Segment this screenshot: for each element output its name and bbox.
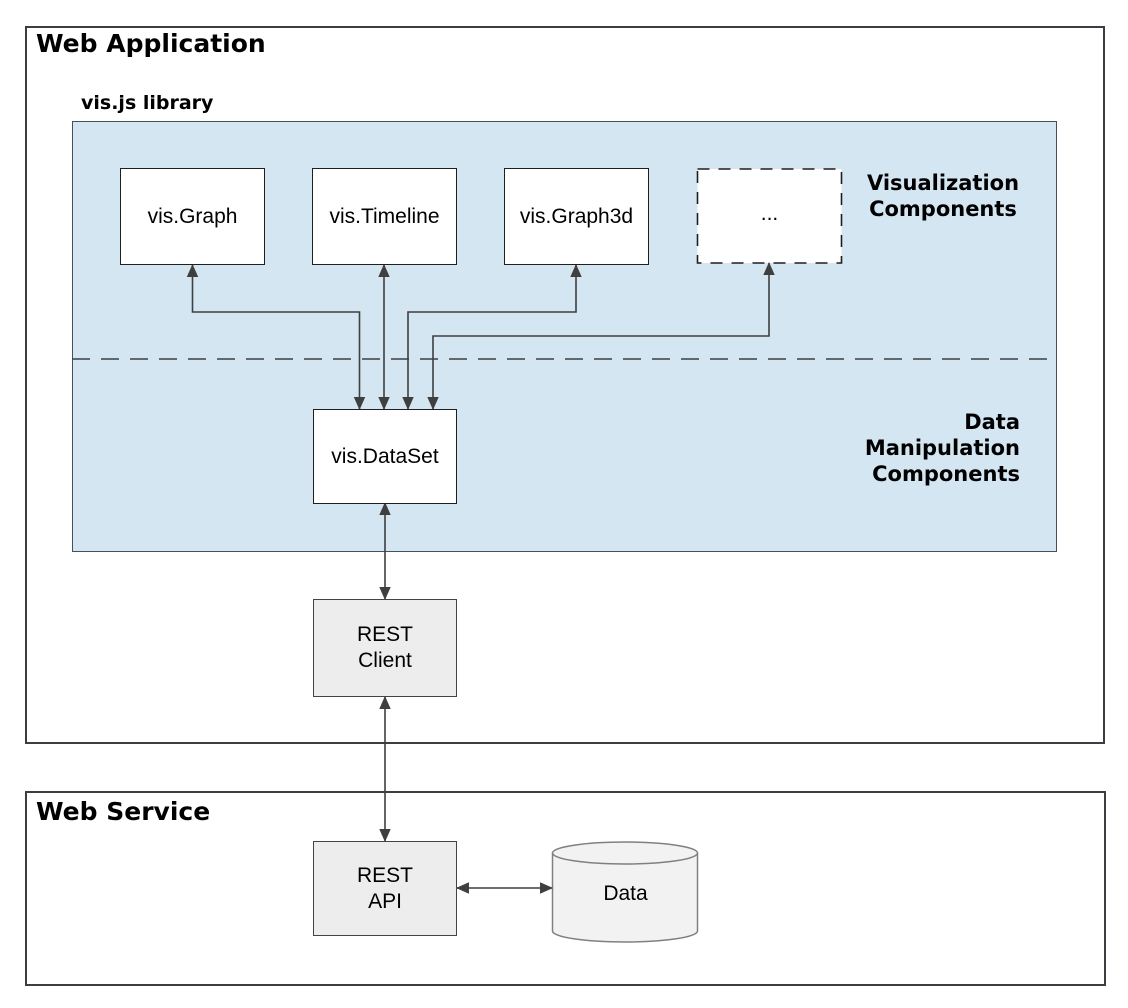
more-components-label: ... (760, 202, 779, 225)
vis-graph3d-box: vis.Graph3d (504, 168, 649, 265)
more-components-box-outline (696, 168, 843, 264)
rest-client-box: REST Client (313, 599, 457, 697)
web-service-container (25, 791, 1106, 986)
rest-api-box: REST API (313, 841, 457, 936)
vis-dataset-label: vis.DataSet (331, 444, 439, 468)
vis-graph-label: vis.Graph (147, 204, 238, 228)
visualization-components-label: Visualization Components (866, 171, 1020, 221)
web-service-title: Web Service (36, 797, 211, 826)
data-manipulation-components-label: Data Manipulation Components (864, 410, 1020, 486)
vis-timeline-label: vis.Timeline (329, 204, 440, 228)
connector-graph-dataset (186, 263, 366, 411)
vis-library-title: vis.js library (81, 92, 214, 114)
more-components-box: ... (697, 169, 842, 259)
data-store-label: Data (603, 882, 648, 905)
vis-graph-box: vis.Graph (120, 168, 265, 265)
vis-graph3d-label: vis.Graph3d (519, 204, 634, 228)
connector-more-dataset (427, 261, 775, 411)
data-cylinder-shape (551, 841, 699, 943)
vis-timeline-box: vis.Timeline (312, 168, 457, 265)
vis-dataset-box: vis.DataSet (313, 409, 457, 504)
web-application-title: Web Application (36, 29, 266, 58)
web-application-container (25, 26, 1105, 744)
